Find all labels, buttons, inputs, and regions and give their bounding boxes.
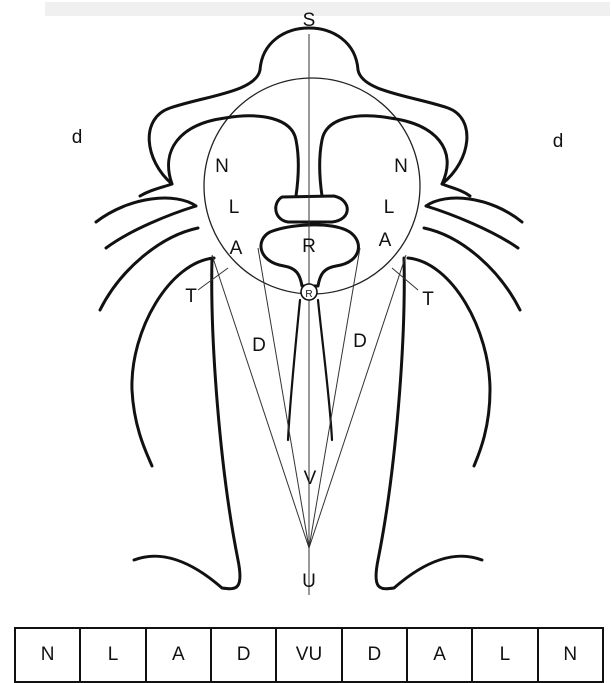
legend-cell-n-left: N — [16, 629, 81, 681]
central-stalk — [288, 300, 332, 440]
legend-cell-l-left: L — [81, 629, 146, 681]
label-n-left: N — [215, 156, 229, 177]
upper-center-body — [276, 196, 348, 222]
reference-circle — [204, 78, 420, 294]
outer-lobe-outline — [140, 28, 470, 196]
label-r-center: R — [302, 236, 316, 257]
label-u: U — [302, 571, 316, 592]
label-d-left: d — [72, 127, 83, 148]
legend-cell-n-right: N — [539, 629, 602, 681]
label-s: S — [303, 10, 316, 31]
label-d-inner-left: D — [252, 335, 266, 356]
label-l-left: L — [229, 197, 240, 218]
label-v: V — [304, 468, 317, 489]
label-n-right: N — [394, 156, 408, 177]
legend-cell-a-right: A — [408, 629, 473, 681]
legend-cell-d-right: D — [343, 629, 408, 681]
label-l-right: L — [384, 197, 395, 218]
left-upper-arm — [96, 198, 196, 248]
left-lower-arm — [132, 258, 214, 466]
legend-cell-l-right: L — [473, 629, 538, 681]
legend-strip: N L A D VU D A L N — [14, 627, 604, 683]
legend-cell-vu: VU — [277, 629, 342, 681]
label-d-inner-right: D — [353, 331, 367, 352]
label-d-right: d — [553, 131, 564, 152]
right-lobe-outline — [320, 116, 448, 196]
top-shading-bar — [45, 2, 610, 16]
legend-cell-a-left: A — [147, 629, 212, 681]
label-t-right: T — [422, 289, 434, 310]
converging-line-4 — [309, 255, 406, 548]
label-a-right: A — [379, 230, 392, 251]
lower-body-left-outline — [134, 258, 240, 589]
label-a-left: A — [230, 238, 243, 259]
legend-cell-d-left: D — [212, 629, 277, 681]
label-r-small: R — [305, 289, 312, 300]
right-upper-arm — [426, 198, 522, 248]
left-lobe-outline — [169, 116, 299, 196]
converging-line-1 — [212, 255, 309, 548]
label-t-left: T — [185, 286, 197, 307]
right-lower-arm — [408, 258, 490, 466]
